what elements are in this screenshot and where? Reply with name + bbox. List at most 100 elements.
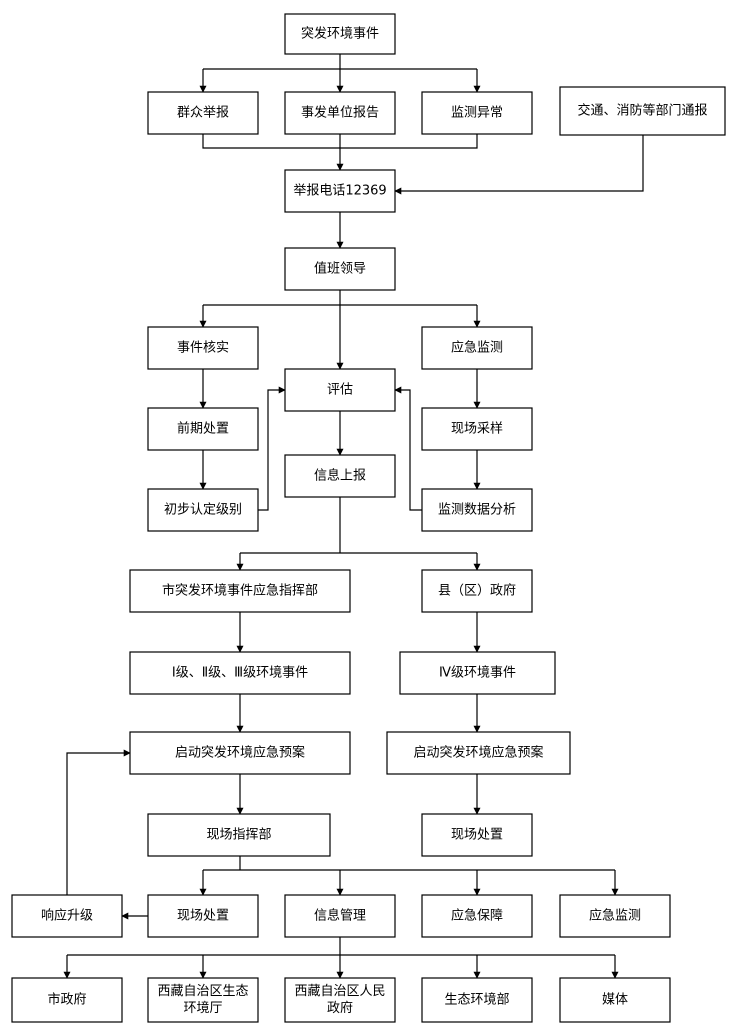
node-assessment: 评估 [284,368,396,412]
node-activate-plan-county: 启动突发环境应急预案 [386,731,571,775]
node-label: 信息管理 [314,908,366,924]
node-box [147,894,259,938]
node-box [147,91,259,135]
edge-analysis-to-assess [394,386,422,511]
node-box [284,894,396,938]
node-label: 现场采样 [451,422,503,437]
node-city-government: 市政府 [11,977,123,1023]
node-emergency-support: 应急保障 [421,894,533,938]
node-sudden-environmental-event: 突发环境事件 [284,13,396,55]
node-box [129,569,351,613]
node-label: 应急监测 [451,340,503,356]
node-box [147,813,331,857]
node-label: 西藏自治区人民 [294,984,385,999]
node-monitoring-abnormal: 监测异常 [421,91,533,135]
node-box [399,651,556,695]
edge-dept-to-hotline [394,135,644,195]
node-duty-leader: 值班领导 [284,247,396,291]
node-label: 初步认定级别 [164,503,242,518]
node-initial-grading: 初步认定级别 [147,488,259,532]
node-box [129,651,351,695]
node-box [421,569,533,613]
node-department-notification: 交通、消防等部门通报 [559,86,726,136]
node-box [284,247,396,291]
node-field-sampling: 现场采样 [421,407,533,451]
node-event-verification: 事件核实 [147,326,259,370]
node-label: 启动突发环境应急预案 [413,745,543,761]
node-label: 应急保障 [451,908,503,924]
node-box [421,91,533,135]
node-box [559,894,671,938]
node-box [284,13,396,55]
node-early-disposal: 前期处置 [147,407,259,451]
node-box [11,894,123,938]
node-box [421,326,533,370]
node-activate-plan-city: 启动突发环境应急预案 [129,731,351,775]
node-box [421,813,533,857]
node-label: 应急监测 [589,908,641,924]
node-label: 现场处置 [451,828,503,843]
node-label: 启动突发环境应急预案 [175,745,305,761]
node-box [421,894,533,938]
node-label: 现场指挥部 [206,828,271,843]
node-box [284,977,396,1023]
node-label: 监测异常 [451,106,503,121]
node-label: 市突发环境事件应急指挥部 [162,583,318,599]
node-box [129,731,351,775]
node-label: 举报电话12369 [293,184,386,199]
node-label: 现场处置 [177,909,229,924]
node-box [147,407,259,451]
node-label: 交通、消防等部门通报 [577,103,707,119]
node-emergency-monitoring-2: 应急监测 [559,894,671,938]
node-label: 事发单位报告 [301,105,379,121]
edge-grading-to-assess [258,386,286,511]
node-label: 市政府 [47,992,86,1008]
node-unit-report: 事发单位报告 [284,91,396,135]
node-label: 评估 [327,383,353,398]
node-box [386,731,571,775]
node-label: 监测数据分析 [438,503,516,518]
node-field-disposal: 现场处置 [147,894,259,938]
node-field-disposal-county: 现场处置 [421,813,533,857]
node-box [284,91,396,135]
node-label: Ⅳ级环境事件 [439,666,516,681]
node-label: 群众举报 [177,106,229,121]
node-report-hotline: 举报电话12369 [284,169,396,213]
node-information-management: 信息管理 [284,894,396,938]
node-response-upgrade: 响应升级 [11,894,123,938]
node-box [421,488,533,532]
node-label: 环境厅 [183,1001,222,1016]
node-information-report: 信息上报 [284,454,396,498]
node-box [11,977,123,1023]
node-label: 媒体 [602,993,628,1008]
node-box [284,169,396,213]
node-label: 信息上报 [314,468,366,484]
node-box [147,977,259,1023]
node-label: 值班领导 [314,261,366,277]
node-label: 生态环境部 [444,993,509,1008]
edge-upgrade-to-plan [66,749,131,895]
node-label: Ⅰ级、Ⅱ级、Ⅲ级环境事件 [172,666,308,681]
node-level-4-event: Ⅳ级环境事件 [399,651,556,695]
node-box [147,326,259,370]
node-city-emergency-headquarters: 市突发环境事件应急指挥部 [129,569,351,613]
node-label: 政府 [327,1001,353,1016]
node-ministry-ecology-environment: 生态环境部 [421,977,533,1023]
node-box [284,454,396,498]
node-box [421,977,533,1023]
node-media: 媒体 [559,977,671,1023]
node-box [559,86,726,136]
node-box [284,368,396,412]
node-box [147,488,259,532]
node-label: 前期处置 [177,421,229,437]
node-field-headquarters: 现场指挥部 [147,813,331,857]
node-box [559,977,671,1023]
node-emergency-monitoring: 应急监测 [421,326,533,370]
node-box [421,407,533,451]
node-monitoring-data-analysis: 监测数据分析 [421,488,533,532]
node-label: 突发环境事件 [301,26,379,42]
node-label: 县（区）政府 [438,584,516,599]
